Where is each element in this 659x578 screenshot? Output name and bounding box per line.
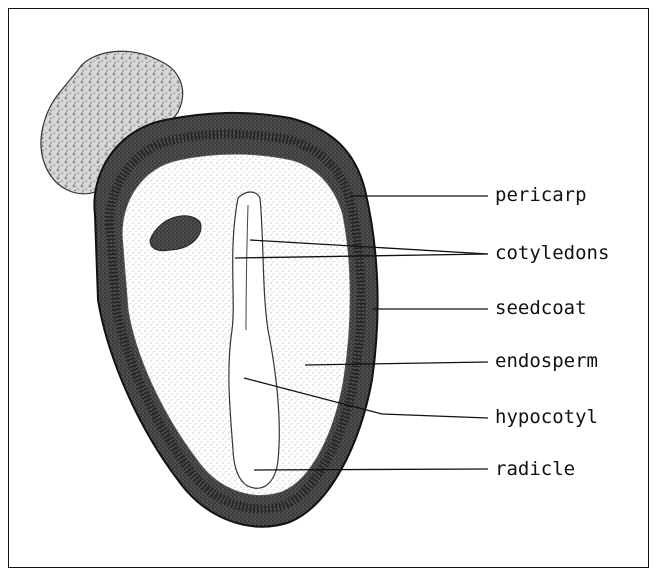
label-cotyledons: cotyledons: [495, 244, 609, 263]
label-pericarp: pericarp: [495, 186, 587, 205]
label-radicle: radicle: [495, 460, 575, 479]
leader-hypocotyl-b: [382, 414, 488, 418]
label-seedcoat: seedcoat: [495, 299, 587, 318]
label-hypocotyl: hypocotyl: [495, 408, 598, 427]
label-endosperm: endosperm: [495, 352, 598, 371]
